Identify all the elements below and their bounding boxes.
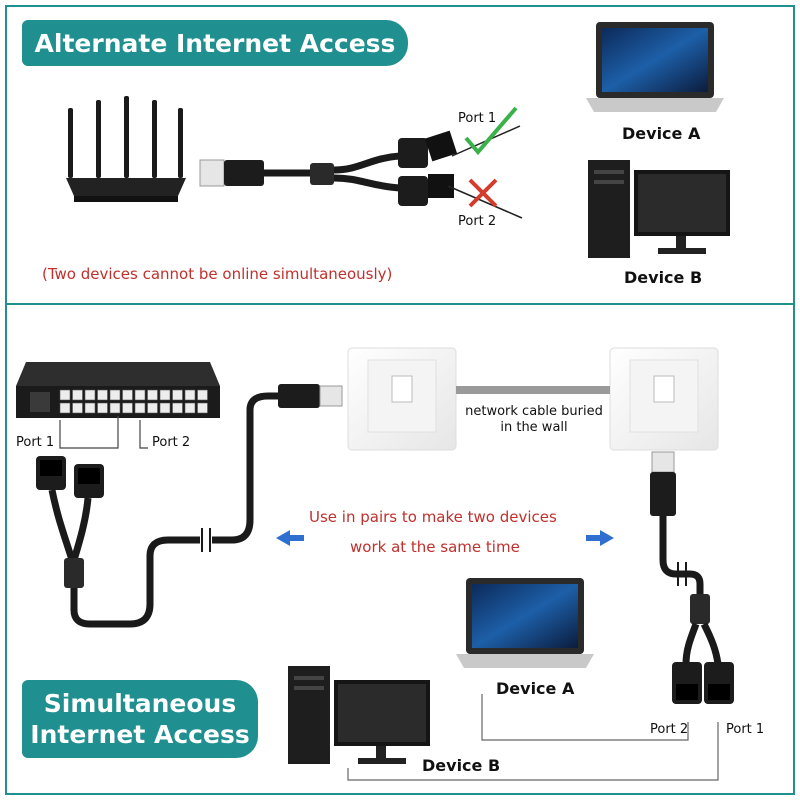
top-title-banner: Alternate Internet Access [22, 20, 408, 66]
laptop-icon [586, 22, 724, 112]
split-port1-label: Port 1 [726, 722, 765, 737]
top-port1-label: Port 1 [458, 111, 497, 126]
switch-port [147, 389, 158, 401]
middle-line2: work at the same time [350, 538, 520, 556]
switch-port1-label: Port 1 [16, 435, 55, 450]
wall-caption-line1: network cable buried [465, 404, 603, 419]
buried-cable [456, 386, 610, 394]
switch-port2-label: Port 2 [152, 435, 191, 450]
top-device-b-label: Device B [624, 268, 703, 287]
left-splitter-icon [36, 384, 343, 628]
switch-port [97, 389, 108, 401]
wall-plate-icon [347, 347, 457, 451]
switch-port [72, 402, 83, 414]
switch-port [72, 389, 83, 401]
switch-port1-leader [59, 416, 119, 449]
bottom-title-banner: Simultaneous Internet Access [22, 680, 258, 758]
switch-port [122, 389, 133, 401]
top-splitter-icon [199, 130, 458, 206]
laptop-bottom-icon [456, 578, 594, 668]
switch-port [172, 402, 183, 414]
desktop-icon [588, 160, 730, 258]
switch-port [109, 389, 121, 401]
switch-port [59, 402, 71, 414]
switch-port [84, 402, 96, 414]
bottom-device-b-label: Device B [422, 756, 501, 775]
switch-port [147, 402, 158, 414]
switch-port [134, 389, 146, 401]
router-icon [66, 96, 186, 202]
switch-port [109, 402, 121, 414]
switch-port [197, 402, 208, 414]
check-icon [464, 106, 518, 156]
wall-caption-line2: in the wall [500, 420, 568, 435]
middle-line1: Use in pairs to make two devices [309, 508, 557, 526]
bottom-panel-frame [5, 303, 795, 795]
cross-icon [468, 178, 498, 208]
desktop-bottom-icon [288, 666, 430, 764]
wall-caption: network cable buried in the wall [456, 404, 612, 436]
bottom-device-a-label: Device A [496, 679, 575, 698]
switch-port [184, 389, 196, 401]
bottom-title-line1: Simultaneous [43, 689, 237, 718]
switch-port [122, 402, 133, 414]
switch-port [134, 402, 146, 414]
switch-port [172, 389, 183, 401]
switch-port [159, 402, 171, 414]
switch-port [197, 389, 208, 401]
wall-plate-right-icon [609, 347, 719, 451]
top-port2-label: Port 2 [458, 214, 497, 229]
device-b-port1-line [347, 722, 719, 781]
right-splitter-icon [650, 451, 734, 704]
switch-port [84, 389, 96, 401]
arrow-left-icon [276, 530, 304, 546]
device-a-port2-line [481, 694, 689, 741]
switch-port [159, 389, 171, 401]
switch-port [59, 389, 71, 401]
switch-port-grid [59, 389, 208, 414]
split-port2-label: Port 2 [650, 722, 689, 737]
switch-port2-leader [139, 420, 148, 449]
top-title: Alternate Internet Access [34, 28, 396, 58]
top-note: (Two devices cannot be online simultaneo… [42, 265, 393, 283]
top-device-a-label: Device A [622, 124, 701, 143]
switch-port [97, 402, 108, 414]
switch-port [184, 402, 196, 414]
arrow-right-icon [586, 530, 614, 546]
port2-leader [447, 185, 523, 219]
bottom-title-line2: Internet Access [30, 720, 250, 749]
